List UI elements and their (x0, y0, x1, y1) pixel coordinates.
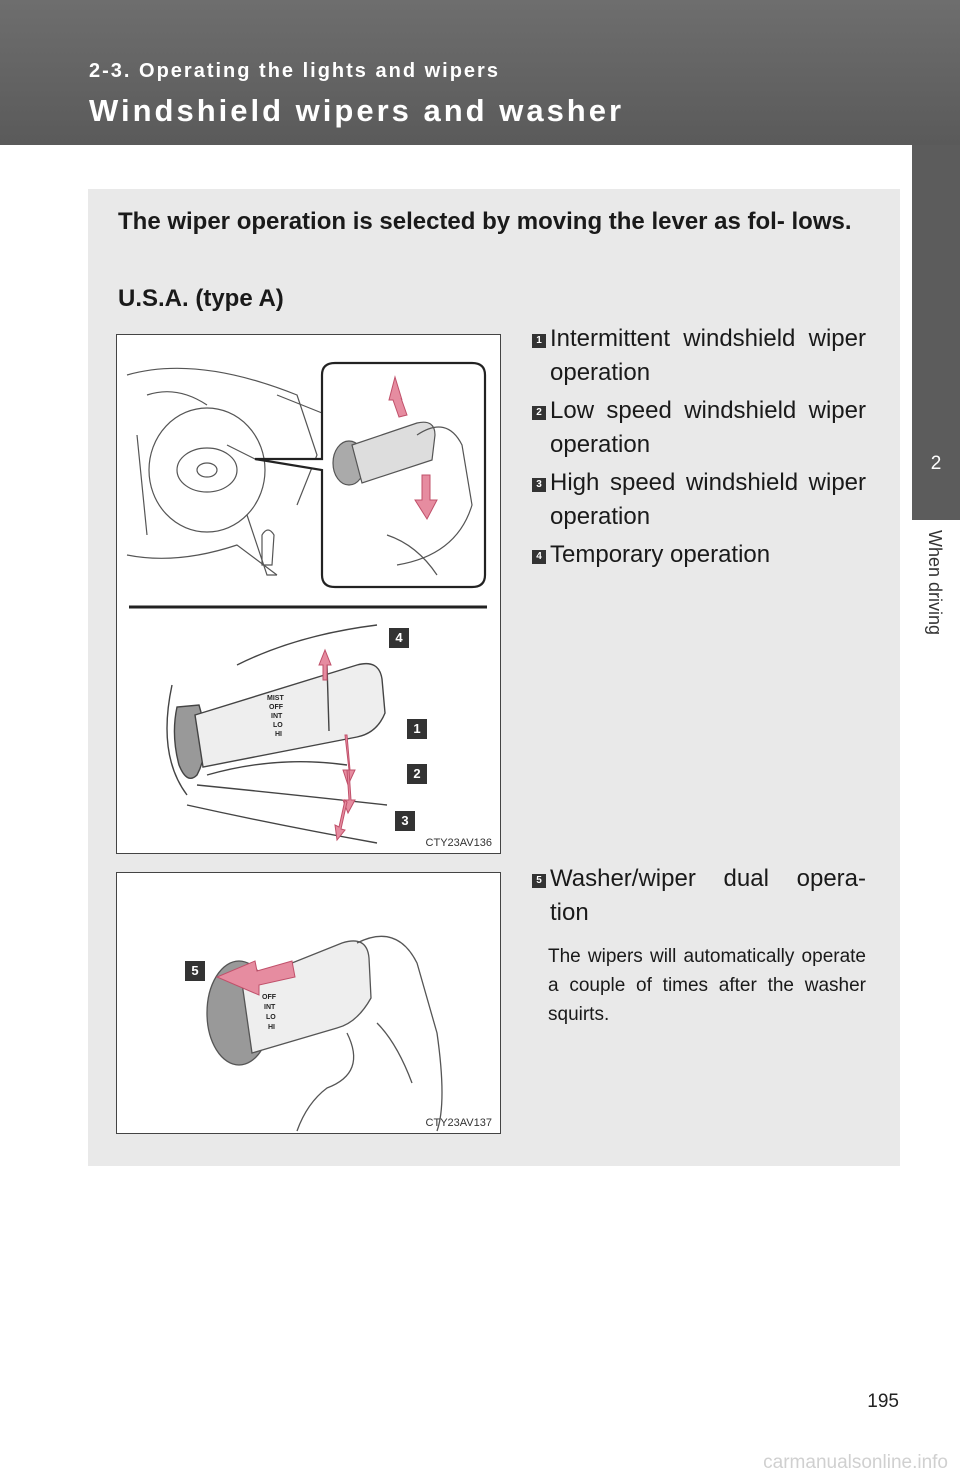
lever-label: HI (275, 731, 282, 738)
item-text: Temporary operation (550, 541, 771, 568)
watermark: carmanualsonline.info (763, 1452, 948, 1473)
lever-label: HI (268, 1024, 275, 1031)
item-number: 3 (532, 478, 546, 492)
list-item: 1 Intermittent windshield wiper operatio… (532, 322, 866, 390)
callout-badge: 4 (389, 628, 409, 648)
callout-badge: 5 (185, 961, 205, 981)
callout-badge: 3 (395, 811, 415, 831)
chapter-name: When driving (925, 530, 945, 636)
page-title: Windshield wipers and washer (89, 93, 625, 128)
chapter-tab[interactable]: 2 (912, 145, 960, 520)
item-text: Washer/wiper dual opera- tion (550, 865, 866, 926)
callout-badge: 1 (407, 719, 427, 739)
item-text: High speed windshield wiper operation (550, 469, 866, 530)
callout-badge: 2 (407, 764, 427, 784)
lever-label: OFF (269, 704, 284, 711)
washer-item: 5 Washer/wiper dual opera- tion The wipe… (532, 862, 866, 1029)
chapter-number: 2 (930, 453, 942, 474)
item-text: Low speed windshield wiper operation (550, 397, 866, 458)
intro-text: The wiper operation is selected by movin… (118, 208, 852, 235)
item-number: 5 (532, 874, 546, 888)
washer-note: The wipers will automatically operate a … (548, 946, 866, 1025)
section-label: 2-3. Operating the lights and wipers (89, 60, 500, 82)
item-number: 2 (532, 406, 546, 420)
washer-illustration: OFF INT LO HI (206, 935, 443, 1132)
washer-figure: OFF INT LO HI 5 CTY23AV137 (116, 872, 501, 1134)
lever-label: LO (266, 1014, 276, 1021)
item-number: 4 (532, 550, 546, 564)
list-item: 5 Washer/wiper dual opera- tion (532, 862, 866, 930)
chapter-tab-label: When driving (912, 520, 960, 666)
page-number: 195 (867, 1391, 899, 1412)
wiper-mode-list: 1 Intermittent windshield wiper operatio… (532, 322, 866, 576)
lever-label: INT (264, 1004, 276, 1011)
figure-code: CTY23AV137 (425, 1117, 492, 1129)
list-item: 2 Low speed windshield wiper operation (532, 394, 866, 462)
lever-label: OFF (262, 994, 277, 1001)
wiper-lever-figure: MIST OFF INT LO HI 4 1 2 3 CTY23AV136 (116, 334, 501, 854)
region-label: U.S.A. (type A) (118, 285, 284, 312)
figure-code: CTY23AV136 (425, 837, 492, 849)
list-item: 4 Temporary operation (532, 538, 866, 572)
lever-label: MIST (267, 695, 284, 702)
item-text: Intermittent windshield wiper operation (550, 325, 866, 386)
lever-label: LO (273, 722, 283, 729)
wiper-lever-illustration: MIST OFF INT LO HI (126, 361, 487, 844)
header-bar: 2-3. Operating the lights and wipers Win… (0, 0, 960, 145)
list-item: 3 High speed windshield wiper operation (532, 466, 866, 534)
item-number: 1 (532, 334, 546, 348)
lever-label: INT (271, 713, 283, 720)
